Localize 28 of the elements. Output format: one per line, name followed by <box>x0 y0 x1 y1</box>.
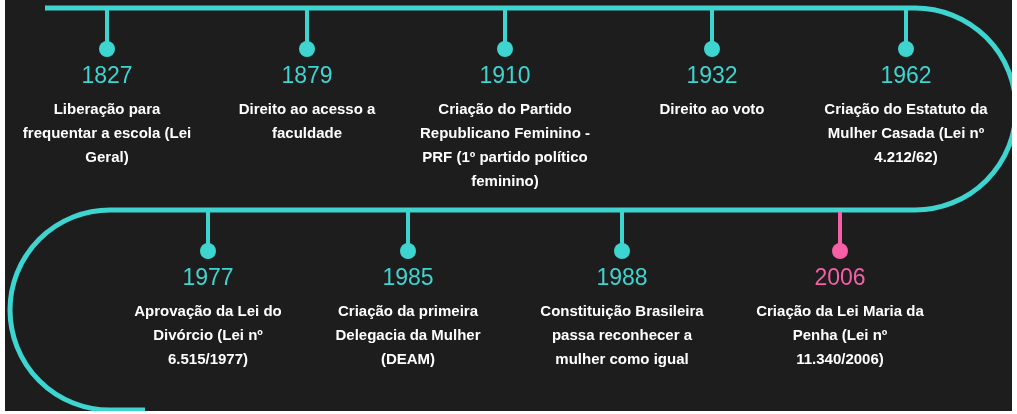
year-label: 1910 <box>479 62 531 89</box>
timeline-line <box>622 207 840 213</box>
event-description: Direito ao acesso a faculdade <box>237 99 377 143</box>
event-description: Criação da Lei Maria da Penha (Lei nº 11.340/2006) <box>755 301 925 369</box>
year-label: 1962 <box>880 62 932 89</box>
event-description: Criação da primeira Delegacia da Mulher (DEAM) <box>334 301 482 369</box>
year-label: 1879 <box>281 62 333 89</box>
event-description: Criação do Partido Republicano Feminino - PRF (1º partido político feminino) <box>419 99 591 191</box>
timeline-line <box>712 5 906 11</box>
timeline-line <box>307 5 505 11</box>
year-label: 1988 <box>596 264 648 291</box>
event-description: Criação do Estatuto da Mulher Casada (Lei nº 4.212/62) <box>823 99 989 167</box>
event-description: Direito ao voto <box>658 99 766 119</box>
timeline-line <box>45 5 107 11</box>
timeline-line <box>208 207 408 213</box>
year-label: 1985 <box>382 264 434 291</box>
timeline-line <box>7 207 208 411</box>
event-description: Constituição Brasileira passa reconhecer a mulher como igual <box>539 301 705 369</box>
timeline-line <box>505 5 712 11</box>
year-label: 1932 <box>686 62 738 89</box>
event-description: Liberação para frequentar a escola (Lei Geral) <box>21 99 193 167</box>
timeline-line <box>107 5 307 11</box>
event-description: Aprovação da Lei do Divórcio (Lei nº 6.515/1977) <box>133 301 283 369</box>
year-label: 2006 <box>814 264 866 291</box>
timeline-line <box>840 5 1012 213</box>
year-label: 1977 <box>182 264 234 291</box>
timeline-line <box>408 207 622 213</box>
year-label: 1827 <box>81 62 133 89</box>
